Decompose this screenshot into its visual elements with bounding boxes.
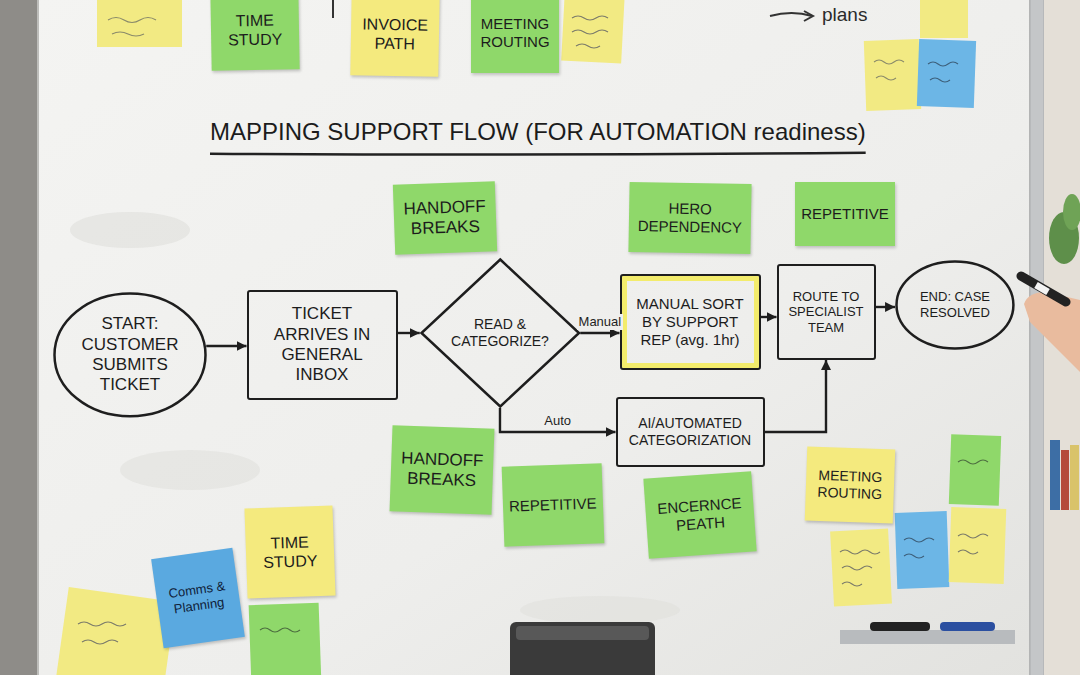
scribble	[108, 18, 156, 37]
flow-arrow	[206, 345, 246, 347]
edge-label: Auto	[542, 413, 573, 429]
scribble	[572, 16, 608, 48]
decision-diamond: READ & CATEGORIZE?	[420, 258, 581, 408]
book	[1050, 440, 1060, 510]
scribble	[958, 460, 988, 464]
sticky-text: REPETITIVE	[509, 494, 597, 515]
smudge	[520, 596, 680, 624]
scribble	[840, 550, 880, 586]
scribble	[904, 538, 934, 558]
sticky-note: MEETING ROUTING	[471, 0, 559, 73]
sticky-note: REPETITIVE	[795, 182, 895, 246]
sticky-text: ENCERNCE PEATH	[651, 494, 749, 537]
book	[1070, 445, 1079, 510]
node-label: END: CASE RESOLVED	[917, 289, 993, 320]
wall-edge	[0, 0, 38, 675]
sticky-note: HANDOFF BREAKS	[393, 181, 497, 255]
flow-arrow	[398, 332, 420, 334]
sticky-text: HERO DEPENDENCY	[635, 199, 746, 237]
ellipse-outline	[55, 294, 206, 417]
scribble	[260, 628, 300, 632]
scribble	[958, 534, 988, 554]
process-box: MANUAL SORT BY SUPPORT REP (avg. 1hr)	[620, 274, 761, 370]
diagram-title: MAPPING SUPPORT FLOW (FOR AUTOMATION rea…	[210, 118, 866, 147]
marker-arrow	[770, 13, 812, 16]
sticky-note	[920, 0, 968, 38]
marker-pen	[870, 622, 930, 631]
sticky-note	[917, 39, 976, 108]
terminal-ellipse: END: CASE RESOLVED	[895, 260, 1015, 350]
hand	[1024, 292, 1080, 372]
node-label: ROUTE TO SPECIALIST TEAM	[787, 289, 865, 336]
sticky-note: REPETITIVE	[502, 463, 604, 546]
sticky-note: MEETING ROUTING	[805, 446, 896, 523]
marker-tray	[840, 630, 1015, 644]
eraser-top	[516, 626, 649, 640]
sticky-text: INVOICE PATH	[357, 14, 434, 54]
sticky-note: HERO DEPENDENCY	[628, 182, 751, 254]
sticky-text: TIME STUDY	[217, 10, 294, 50]
sticky-text: MEETING ROUTING	[811, 467, 888, 503]
node-label: AI/AUTOMATED CATEGORIZATION	[626, 415, 754, 449]
sticky-note	[97, 0, 182, 47]
scribble	[78, 622, 126, 644]
flow-arrow	[761, 316, 777, 318]
node-label: START: CUSTOMER SUBMITS TICKET	[80, 314, 180, 396]
board-frame	[1030, 0, 1044, 675]
flow-arrow	[876, 306, 896, 308]
flow-arrow	[765, 360, 827, 432]
sticky-text: TIME STUDY	[251, 531, 328, 572]
sticky-note	[864, 39, 921, 111]
process-box: TICKET ARRIVES IN GENERAL INBOX	[247, 290, 398, 400]
node-label: READ & CATEGORIZE?	[448, 316, 552, 350]
flow-arrow	[580, 332, 619, 334]
sticky-note: Comms & Planning	[151, 548, 245, 649]
plant-leaf	[1063, 194, 1080, 230]
sticky-note	[895, 511, 950, 589]
sticky-note: TIME STUDY	[210, 0, 299, 71]
ellipse-outline	[897, 262, 1014, 349]
sticky-text: REPETITIVE	[801, 205, 889, 223]
sticky-text: HANDOFF BREAKS	[399, 196, 490, 240]
smudge	[120, 450, 260, 490]
whiteboard	[38, 0, 1030, 675]
diamond-outline	[421, 260, 579, 407]
sticky-text: Comms & Planning	[161, 578, 235, 619]
sticky-note: INVOICE PATH	[350, 0, 439, 77]
sticky-note: HANDOFF BREAKS	[390, 425, 495, 515]
marker-band	[1036, 285, 1048, 292]
sticky-note	[949, 507, 1007, 584]
process-box: ROUTE TO SPECIALIST TEAM	[777, 264, 876, 360]
eraser	[510, 622, 655, 675]
sticky-note: ENCERNCE PEATH	[643, 471, 756, 558]
sticky-note	[830, 529, 892, 607]
terminal-ellipse: START: CUSTOMER SUBMITS TICKET	[53, 292, 207, 418]
sticky-note	[249, 603, 322, 675]
node-label: TICKET ARRIVES IN GENERAL INBOX	[257, 304, 387, 386]
marker-stroke	[332, 0, 334, 18]
scribble	[874, 60, 904, 80]
edge-label: Manual	[577, 314, 624, 330]
blank-sticky-notes	[56, 0, 1006, 675]
sticky-note: TIME STUDY	[244, 505, 335, 598]
book	[1061, 450, 1069, 510]
handwritten-note: plans	[822, 4, 867, 27]
marker-pen	[940, 622, 995, 631]
sticky-text: HANDOFF BREAKS	[396, 448, 487, 492]
flow-arrow	[500, 408, 616, 432]
title-underline	[210, 153, 866, 155]
sticky-text: MEETING ROUTING	[477, 15, 553, 51]
scribble	[928, 62, 958, 82]
node-label: MANUAL SORT BY SUPPORT REP (avg. 1hr)	[634, 295, 746, 349]
marker-pen	[1021, 276, 1066, 302]
sticky-note	[561, 0, 625, 64]
sticky-note	[949, 434, 1001, 506]
marker-arrow	[804, 11, 813, 21]
process-box: AI/AUTOMATED CATEGORIZATION	[616, 397, 765, 467]
smudge	[70, 212, 190, 248]
